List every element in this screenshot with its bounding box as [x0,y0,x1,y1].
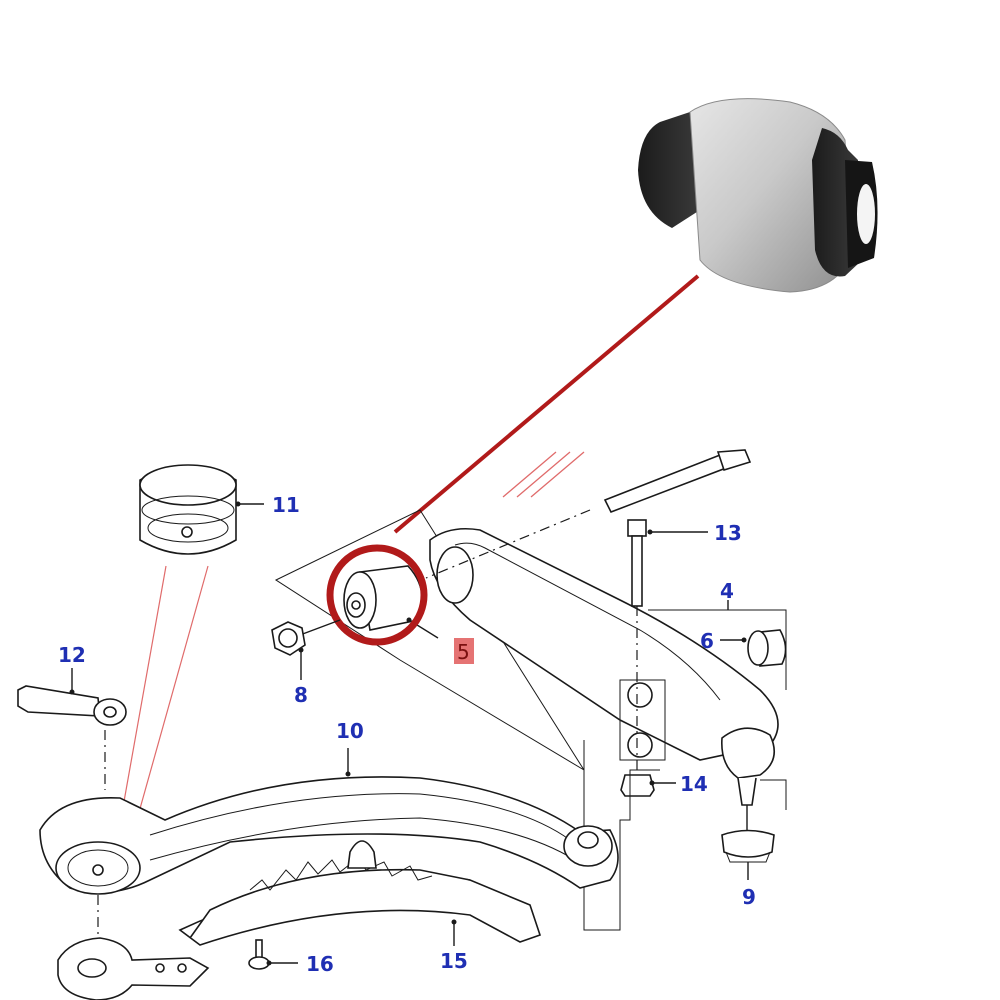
bolt-16 [248,939,298,970]
bracket-bottom-left [57,937,210,1000]
nut-9 [721,829,775,880]
bracket-outline-4 [648,609,787,690]
callout-9: 9 [742,885,756,909]
nut-14 [620,774,676,797]
shield-15 [178,840,542,946]
upper-control-arm [274,509,779,830]
callout-4: 4 [720,579,734,603]
callout-8: 8 [294,683,308,707]
frame-outline [583,740,787,931]
leader-line [393,274,700,534]
callout-16: 16 [306,952,334,976]
link-12 [17,668,127,790]
callout-5: 5 [457,640,470,664]
callout-14: 14 [680,772,708,796]
callout-12: 12 [58,643,86,667]
bushing-6 [720,629,787,667]
callout-6: 6 [700,629,714,653]
callout-15: 15 [440,949,468,973]
lower-control-arm [39,748,619,945]
highlight-ring [326,544,428,646]
callout-11: 11 [272,493,300,517]
callout-5-badge: 5 [454,638,474,664]
bushing-photo [638,98,878,293]
hatch-marks [502,451,585,498]
long-bolt [425,449,752,579]
bushing-11 [139,464,264,555]
bushing-5 [343,565,439,639]
callout-13: 13 [714,521,742,545]
bolt-13 [627,519,708,780]
bolt-8 [271,619,341,680]
callout-10: 10 [336,719,364,743]
